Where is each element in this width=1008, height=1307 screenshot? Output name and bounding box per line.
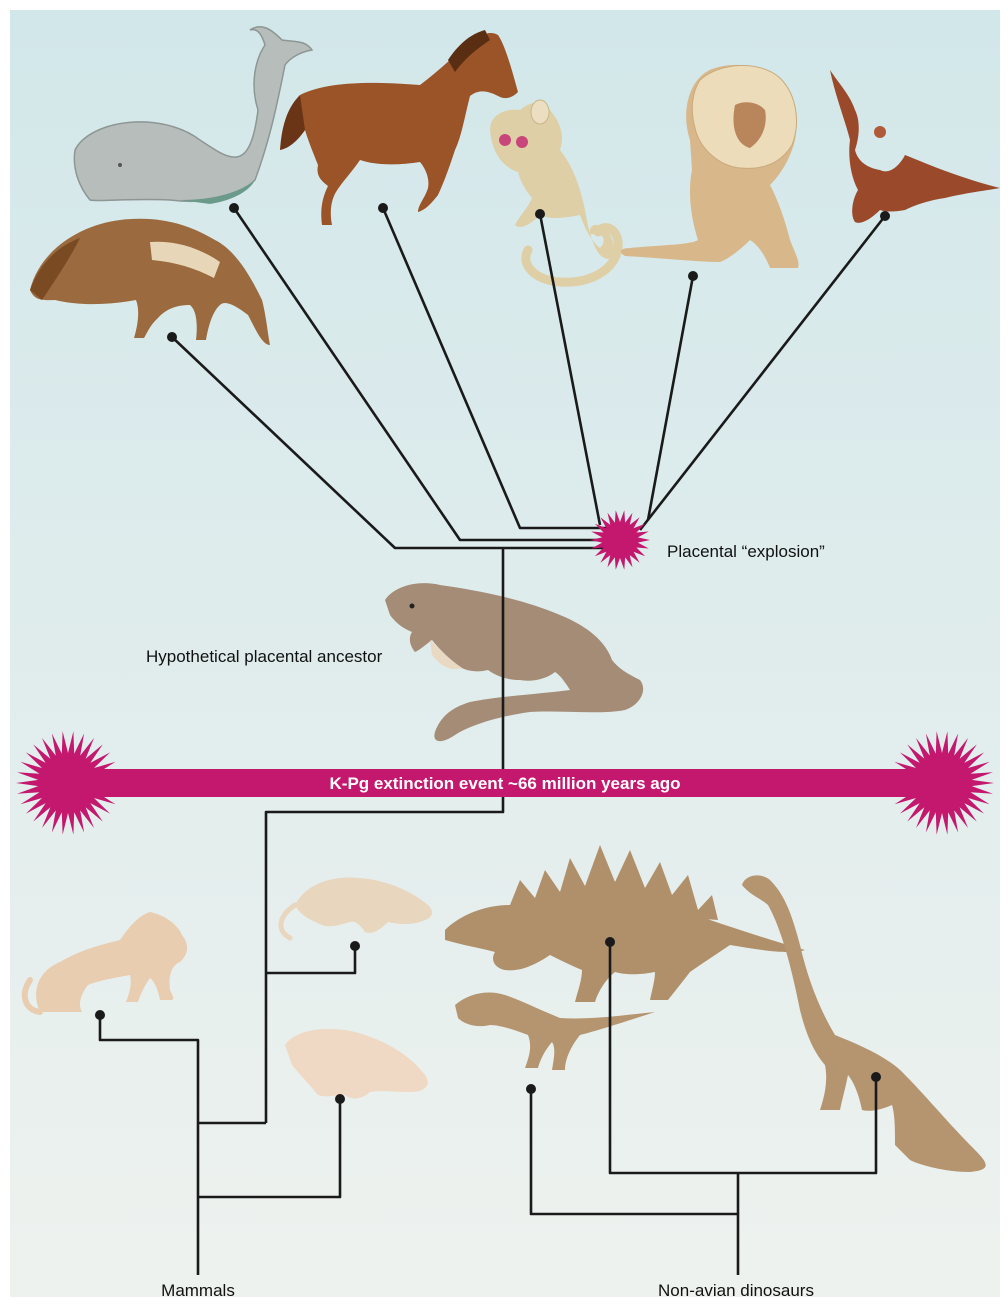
node-sauropod [871,1072,881,1082]
node-shrew [350,941,360,951]
node-anteater [167,332,177,342]
node-bat [880,211,890,221]
explosion-label: Placental “explosion” [667,542,825,561]
node-bushbaby [535,209,545,219]
mammals-label: Mammals [161,1281,235,1300]
ancestor-label: Hypothetical placental ancestor [146,647,383,666]
node-mole [335,1094,345,1104]
node-theropod [526,1084,536,1094]
node-whale [229,203,239,213]
extinction-label: K-Pg extinction event ~66 million years … [330,774,681,793]
node-early-mammal [95,1010,105,1020]
dinosaurs-label: Non-avian dinosaurs [658,1281,814,1300]
node-horse [378,203,388,213]
node-lion [688,271,698,281]
node-stego [605,937,615,947]
